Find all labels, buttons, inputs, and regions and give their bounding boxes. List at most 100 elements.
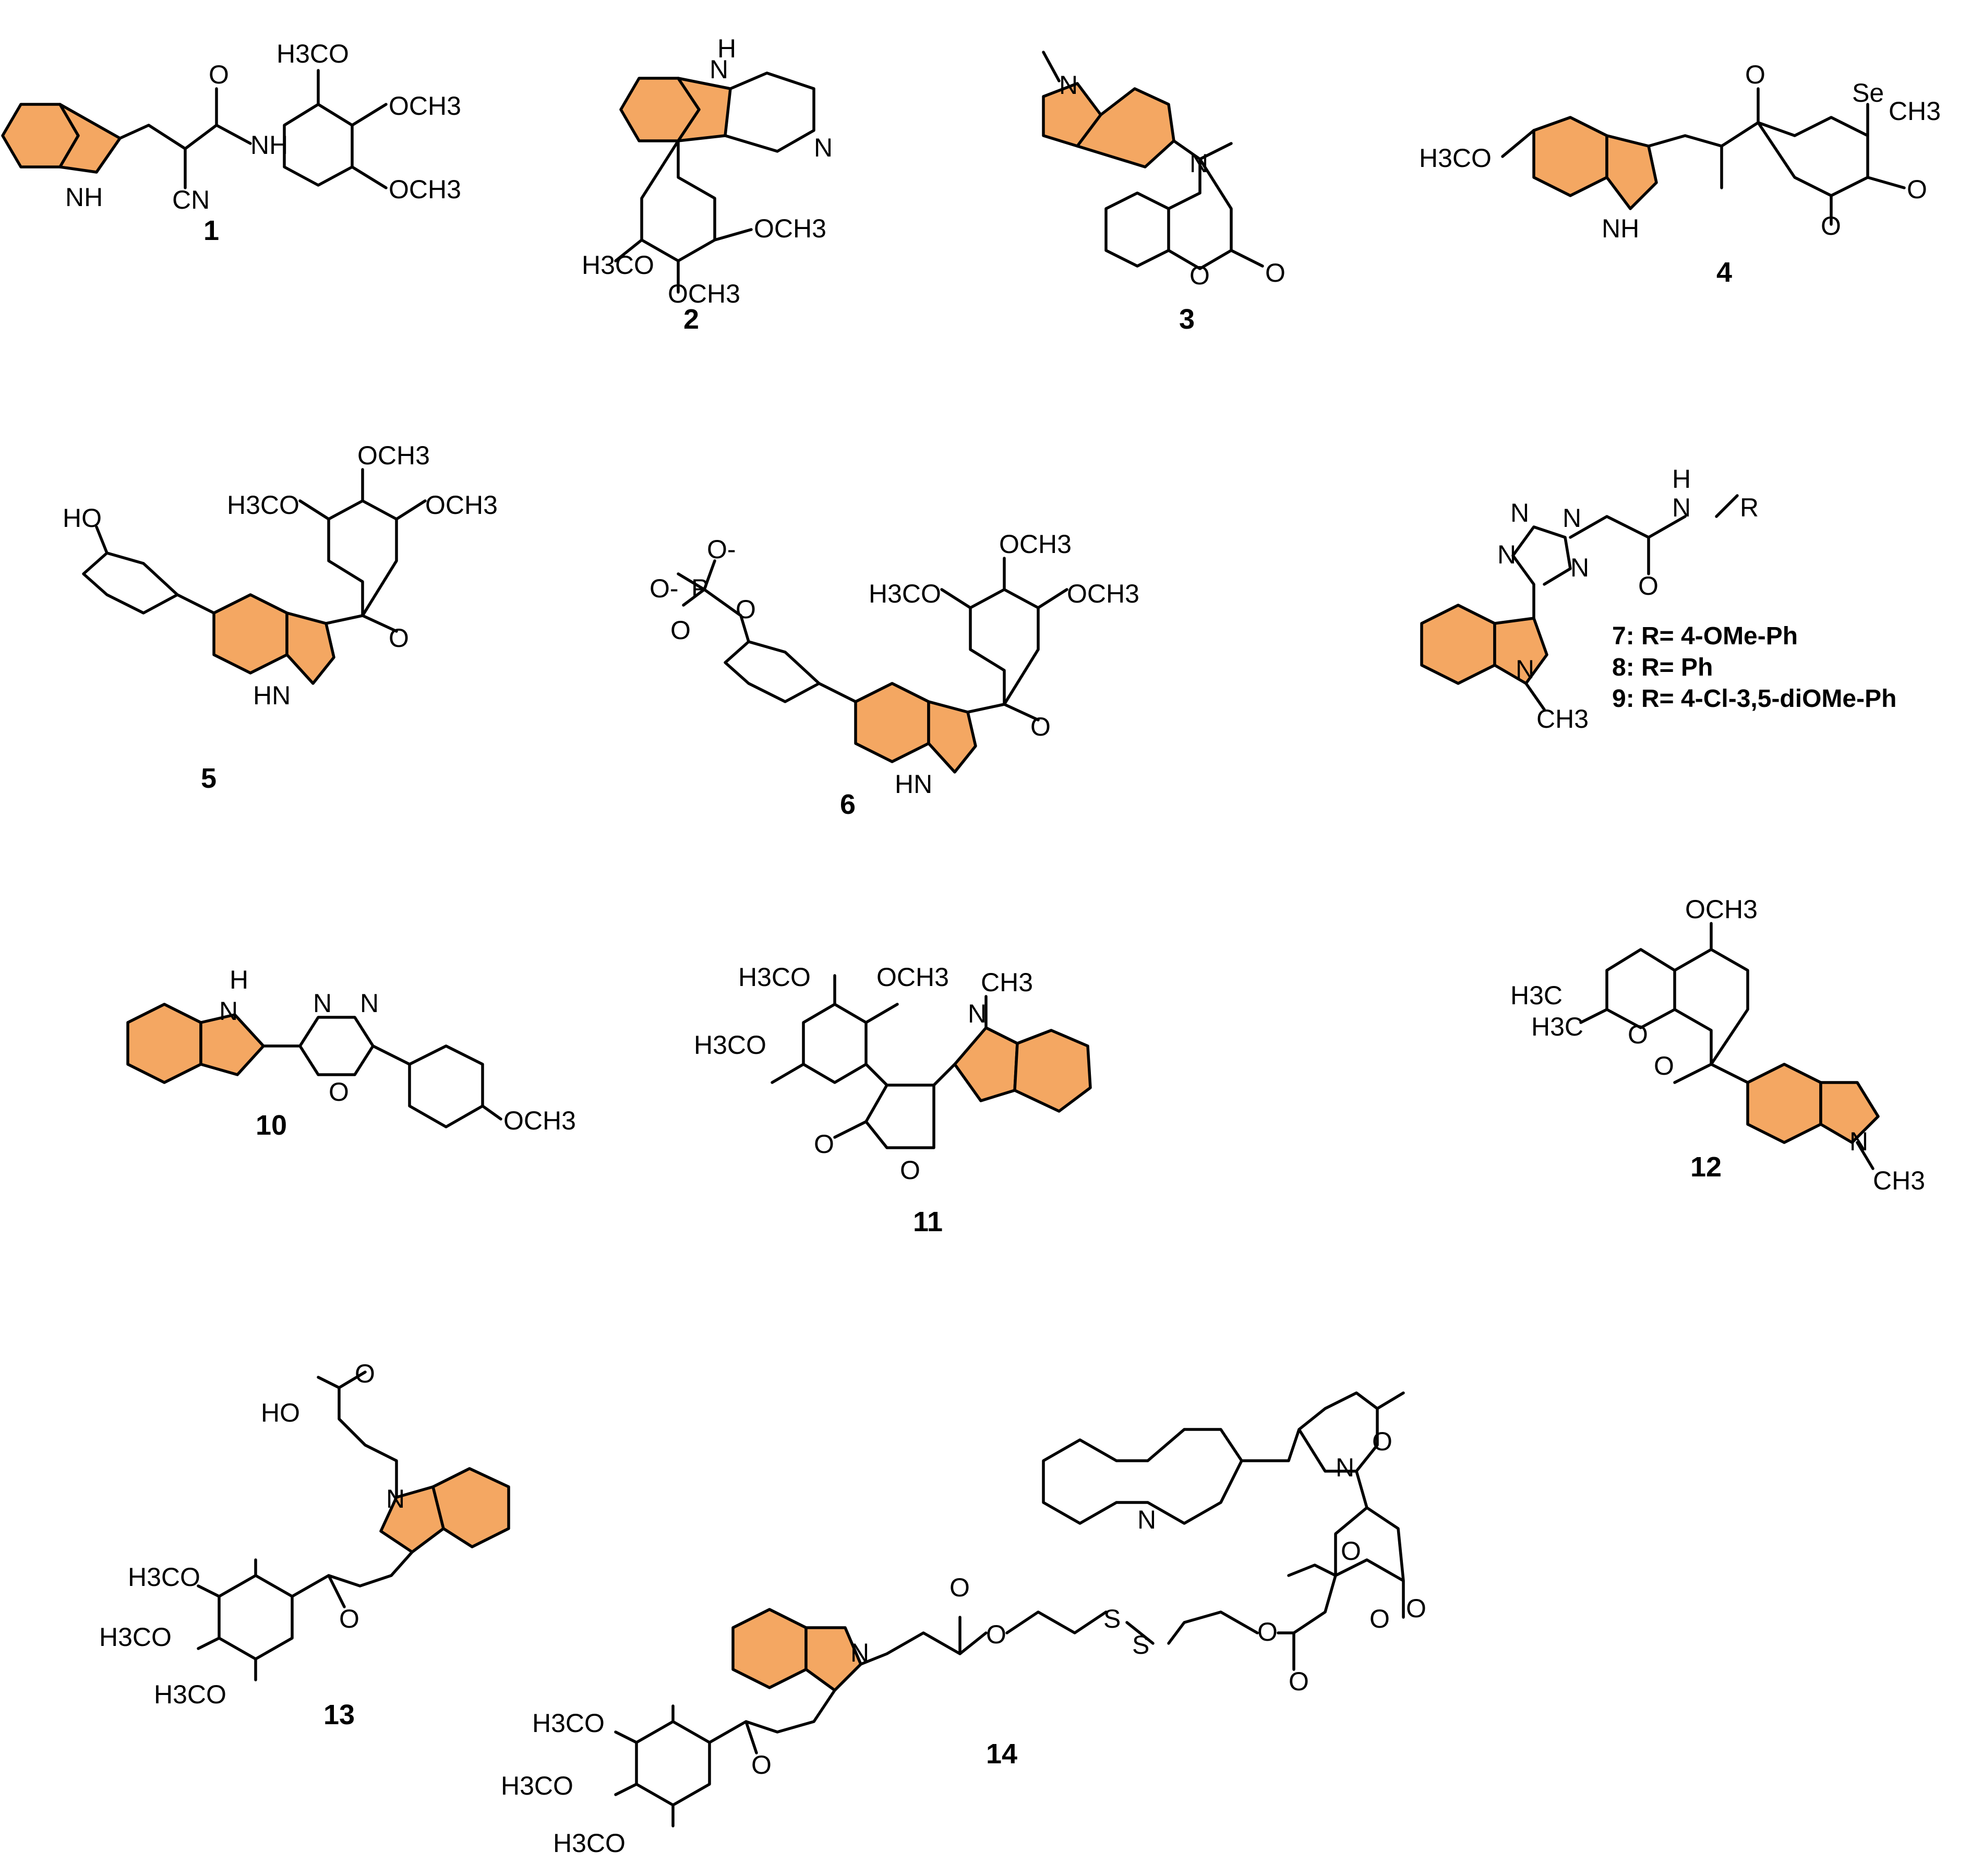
compound-number: 2 <box>683 304 699 335</box>
atom-label: O <box>1289 1667 1309 1696</box>
atom-label: H3CO <box>694 1030 766 1060</box>
atom-label: H3CO <box>1419 143 1492 173</box>
atom-label: HN <box>253 681 291 710</box>
atom-label: N <box>968 999 987 1028</box>
compound-10: H N N N O OCH3 10 <box>126 965 576 1141</box>
atom-label: H3CO <box>501 1771 573 1800</box>
atom-label: H3CO <box>738 963 811 992</box>
compound-14: O N N O O N O O S S O O O H3CO H3CO H3CO… <box>501 1391 1426 1858</box>
atom-label: NH <box>65 183 103 212</box>
indole-pyrrole-ring <box>199 1013 265 1076</box>
compound-11: H3CO OCH3 CH3 N H3CO O O 11 <box>694 963 1092 1237</box>
indole-pyrrole-ring <box>285 611 335 685</box>
atom-label: CH3 <box>1536 704 1589 733</box>
atom-label: OCH3 <box>1685 895 1758 924</box>
atom-label: HN <box>895 769 932 799</box>
atom-label: O <box>1406 1594 1426 1623</box>
compound-number: 4 <box>1716 257 1732 288</box>
compound-12: OCH3 H3C H3C O O N CH3 12 <box>1510 895 1925 1195</box>
atom-label: OCH3 <box>425 490 498 520</box>
atom-label: R <box>1740 493 1759 522</box>
atom-label: N <box>710 55 728 84</box>
atom-label: OCH3 <box>503 1106 576 1135</box>
compound-3: N N O O 3 <box>1042 51 1285 335</box>
atom-label: H3CO <box>154 1680 226 1709</box>
compound-number: 5 <box>201 763 217 794</box>
atom-label: N <box>814 133 833 162</box>
indole-pyrrole-ring <box>1493 617 1548 685</box>
atom-label: NH <box>1602 214 1639 243</box>
atom-label: O <box>814 1129 834 1159</box>
atom-label: H <box>1672 464 1691 494</box>
r-definition: 9: R= 4-Cl-3,5-diOMe-Ph <box>1612 685 1896 713</box>
compound-number: 3 <box>1179 304 1195 335</box>
indole-pyrrole-ring <box>927 700 977 774</box>
atom-label: HO <box>63 503 102 533</box>
indole-benzene-ring <box>854 682 930 763</box>
atom-label: O <box>1821 211 1841 240</box>
atom-label: S <box>1103 1604 1121 1633</box>
atom-label: N <box>1510 498 1529 527</box>
indole-benzene-ring <box>1532 116 1608 197</box>
compound-number: 12 <box>1690 1151 1722 1183</box>
atom-label: O <box>209 60 229 89</box>
atom-label: N <box>1497 540 1516 569</box>
atom-label: H <box>717 34 736 63</box>
indole-pyrrole-ring <box>1605 134 1658 210</box>
atom-label: O <box>339 1604 359 1633</box>
atom-label: P <box>691 574 708 603</box>
atom-label: O <box>1654 1051 1674 1080</box>
atom-label: O <box>355 1359 375 1388</box>
atom-label: O <box>1745 60 1765 89</box>
atom-label: O <box>1628 1020 1648 1049</box>
atom-label: N <box>313 989 332 1018</box>
atom-label: O <box>950 1573 970 1602</box>
atom-label: N <box>1672 493 1691 522</box>
atom-label: O <box>329 1077 349 1107</box>
atom-label: N <box>1059 70 1078 100</box>
indole-benzene-ring <box>431 1467 510 1548</box>
compound-1: H3CO OCH3 OCH3 O NH CN NH 1 <box>1 39 461 246</box>
atom-label: OCH3 <box>357 441 430 470</box>
atom-label: OCH3 <box>668 279 740 308</box>
indole-benzene-ring <box>1420 604 1496 685</box>
atom-label: N <box>360 989 379 1018</box>
indole-benzene-ring <box>126 1003 202 1084</box>
atom-label: O <box>1189 261 1210 290</box>
indole-pyrrole-ring <box>804 1626 862 1692</box>
atom-label: H3CO <box>869 579 941 608</box>
carbazole-pyrrole-ring <box>677 77 732 142</box>
compound-2: H N N OCH3 H3CO OCH3 2 <box>582 34 833 335</box>
indole-pyrrole-ring <box>1819 1081 1880 1144</box>
atom-label: H3C <box>1531 1012 1583 1041</box>
indole-pyrrole-ring <box>379 1485 445 1554</box>
compound-number: 11 <box>913 1206 943 1237</box>
atom-label: O <box>1341 1536 1361 1566</box>
compound-4: O Se CH3 H3CO O O NH 4 <box>1419 60 1941 288</box>
compound-7-9: H N R N N N N O N CH3 7: R= 4-OMe-Ph 8: … <box>1420 464 1896 733</box>
compound-number: 13 <box>323 1699 355 1730</box>
atom-label: H3CO <box>277 39 349 68</box>
compound-5: HO OCH3 H3CO OCH3 O HN 5 <box>63 441 498 794</box>
r-definition: 7: R= 4-OMe-Ph <box>1612 622 1798 650</box>
indole-benzene-ring <box>1746 1063 1822 1144</box>
atom-label: HO <box>261 1398 300 1427</box>
indole-benzene-ring <box>1013 1029 1092 1113</box>
atom-label: N <box>1563 503 1581 533</box>
atom-label: CH3 <box>981 968 1033 997</box>
compound-6: O- O- P O O OCH3 H3CO OCH3 O HN 6 <box>650 530 1139 820</box>
indole-pyrrole-ring <box>58 103 122 174</box>
compound-number: 1 <box>203 215 219 246</box>
atom-label: NH <box>250 130 288 160</box>
atom-label: S <box>1132 1630 1149 1659</box>
atom-label: H3CO <box>99 1622 172 1652</box>
atom-label: O <box>1257 1617 1278 1646</box>
atom-label: OCH3 <box>389 91 461 121</box>
atom-label: OCH3 <box>876 963 949 992</box>
atom-label: CH3 <box>1889 97 1941 126</box>
atom-label: O <box>986 1620 1006 1649</box>
atom-label: H3CO <box>227 490 299 520</box>
atom-label: N <box>1849 1127 1868 1156</box>
atom-label: O <box>389 623 409 653</box>
